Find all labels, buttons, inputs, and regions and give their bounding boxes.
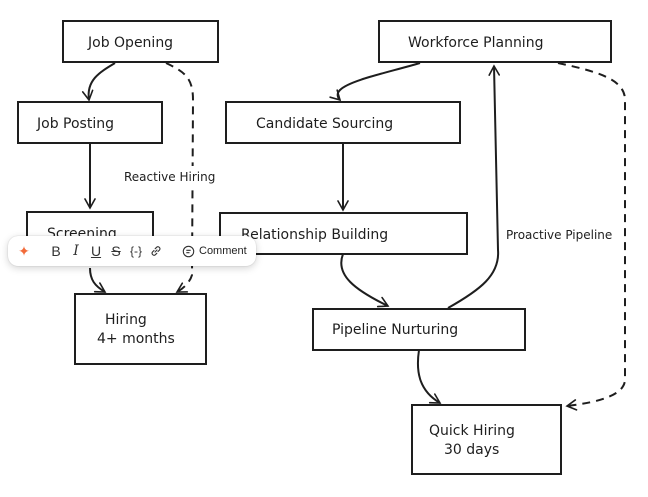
edge-label-reactive-hiring: Reactive Hiring [124,170,215,184]
node-workforce-planning[interactable]: Workforce Planning [378,20,612,63]
edge-workforce-to-candidate-sourcing [329,62,421,102]
edge-job-opening-to-job-posting [81,62,116,102]
node-pipeline-nurturing[interactable]: Pipeline Nurturing [312,308,526,351]
link-icon [151,246,161,256]
italic-button[interactable]: I [73,243,79,259]
edge-label-proactive-pipeline: Proactive Pipeline [506,228,612,242]
code-button[interactable]: {-} [129,244,142,258]
node-label: Pipeline Nurturing [332,322,458,338]
link-button[interactable] [146,240,166,262]
node-quick-hiring-30-days[interactable]: Quick Hiring 30 days [411,404,562,475]
node-relationship-building[interactable]: Relationship Building [219,212,468,255]
comment-label: Comment [199,245,247,257]
underline-button[interactable]: U [90,243,102,259]
bold-button[interactable]: B [51,243,61,259]
node-candidate-sourcing[interactable]: Candidate Sourcing [225,101,461,144]
comment-button[interactable]: Comment [178,245,251,258]
text-format-toolbar: ✦ B I U S {-} Comment [8,236,256,266]
strikethrough-button[interactable]: S [111,243,121,259]
node-label: Workforce Planning [408,35,543,51]
edge-workforce-to-quick-hiring-dashed [557,62,626,411]
node-label: Job Posting [36,116,114,132]
edge-job-opening-to-hiring-dashed [165,62,195,293]
node-label-line1: Quick Hiring [429,423,515,439]
node-label: Candidate Sourcing [256,116,393,132]
edge-screening-to-hiring [89,267,107,293]
node-job-opening[interactable]: Job Opening [62,20,219,63]
node-hiring-4-months[interactable]: Hiring 4+ months [74,293,207,365]
node-label-line2: 30 days [444,442,499,458]
edge-pipeline-to-quick-hiring [416,349,442,404]
node-label-line2: 4+ months [97,331,175,347]
edge-pipeline-to-workforce [447,64,500,309]
node-label: Job Opening [87,35,173,51]
edge-relationship-to-pipeline [340,253,390,308]
node-label: Relationship Building [241,227,388,243]
comment-icon [182,245,195,257]
node-label-line1: Hiring [105,312,147,328]
sparkle-icon[interactable]: ✦ [18,242,30,259]
node-job-posting[interactable]: Job Posting [17,101,163,144]
